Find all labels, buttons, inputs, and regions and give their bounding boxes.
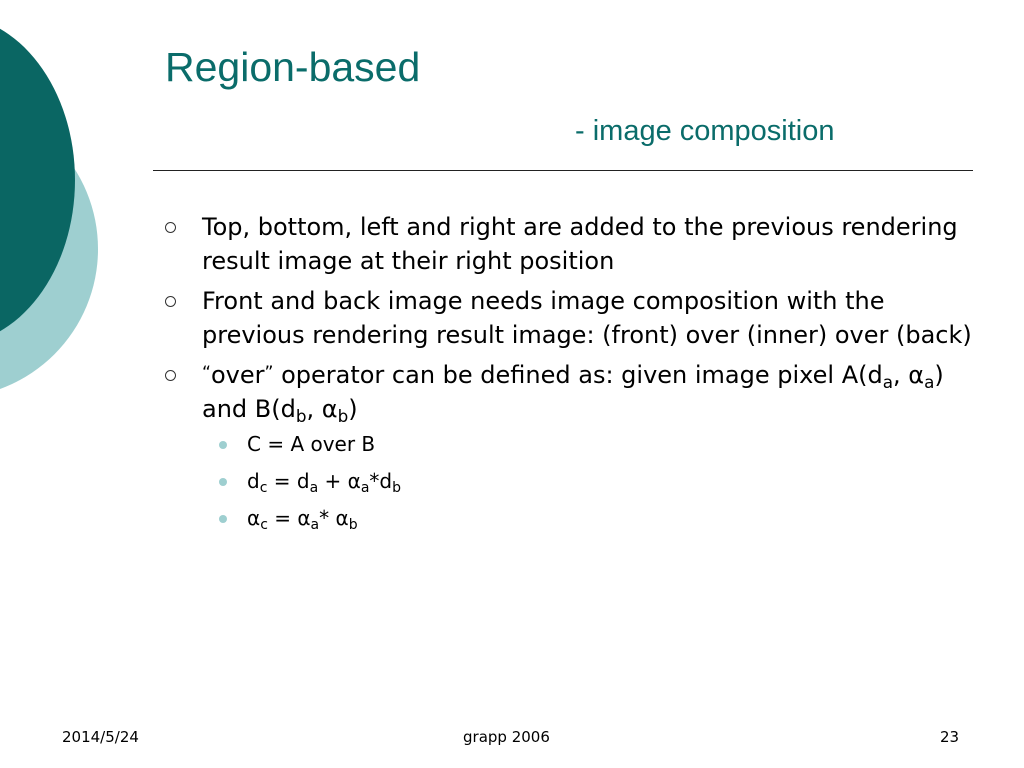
text-fragment: d bbox=[247, 469, 260, 493]
slide-subtitle: - image composition bbox=[575, 115, 835, 147]
subscript: b bbox=[295, 406, 307, 427]
bullet-item: “over” operator can be defined as: given… bbox=[165, 358, 975, 532]
bullet-text: Top, bottom, left and right are added to… bbox=[202, 213, 958, 275]
bullet-text: “over” operator can be defined as: given… bbox=[202, 361, 944, 427]
subscript: c bbox=[259, 480, 268, 497]
subscript: a bbox=[924, 372, 935, 393]
sub-bullet-list: C = A over B dc = da + αa*db αc = αa* αb bbox=[202, 430, 975, 532]
bullet-list: Top, bottom, left and right are added to… bbox=[165, 210, 975, 541]
text-fragment: *d bbox=[369, 469, 393, 493]
close-quote: ” bbox=[264, 362, 274, 383]
subscript: a bbox=[309, 480, 319, 497]
page-number: 23 bbox=[940, 728, 960, 746]
bullet-item: Front and back image needs image composi… bbox=[165, 284, 975, 352]
hollow-circle-bullet-icon bbox=[165, 370, 176, 381]
sub-bullet-item: dc = da + αa*db bbox=[219, 467, 975, 497]
subscript: a bbox=[360, 480, 370, 497]
sub-bullet-text: C = A over B bbox=[247, 432, 376, 456]
bullet-text: Front and back image needs image composi… bbox=[202, 287, 972, 349]
sub-bullet-item: αc = αa* αb bbox=[219, 504, 975, 534]
filled-circle-bullet-icon bbox=[219, 515, 227, 523]
text-fragment: * α bbox=[319, 506, 349, 530]
subscript: a bbox=[310, 517, 320, 534]
text-fragment: α bbox=[247, 506, 261, 530]
footer-date: 2014/5/24 bbox=[62, 728, 139, 746]
text-fragment: , α bbox=[893, 361, 925, 389]
quoted-word: over bbox=[210, 361, 265, 389]
subscript: a bbox=[882, 372, 894, 393]
title-divider bbox=[153, 170, 973, 171]
subscript: b bbox=[348, 517, 358, 534]
text-fragment: = α bbox=[267, 506, 311, 530]
sub-bullet-item: C = A over B bbox=[219, 430, 975, 458]
slide-title: Region-based bbox=[165, 44, 421, 90]
text-fragment: ) bbox=[348, 395, 358, 423]
text-fragment: = d bbox=[267, 469, 310, 493]
hollow-circle-bullet-icon bbox=[165, 222, 176, 233]
text-fragment: , α bbox=[306, 395, 338, 423]
sub-bullet-text: dc = da + αa*db bbox=[247, 469, 402, 497]
bullet-text-rest: operator can be defined as: given image … bbox=[273, 361, 883, 389]
hollow-circle-bullet-icon bbox=[165, 296, 176, 307]
open-quote: “ bbox=[202, 362, 211, 383]
sub-bullet-text: αc = αa* αb bbox=[247, 506, 358, 534]
subscript: c bbox=[260, 517, 268, 534]
footer-center-text: grapp 2006 bbox=[463, 728, 550, 746]
subscript: b bbox=[337, 406, 349, 427]
bullet-item: Top, bottom, left and right are added to… bbox=[165, 210, 975, 278]
filled-circle-bullet-icon bbox=[219, 478, 227, 486]
filled-circle-bullet-icon bbox=[219, 441, 227, 449]
subscript: b bbox=[392, 480, 402, 497]
text-fragment: + α bbox=[318, 469, 361, 493]
text-fragment: ) and B(d bbox=[202, 361, 944, 423]
